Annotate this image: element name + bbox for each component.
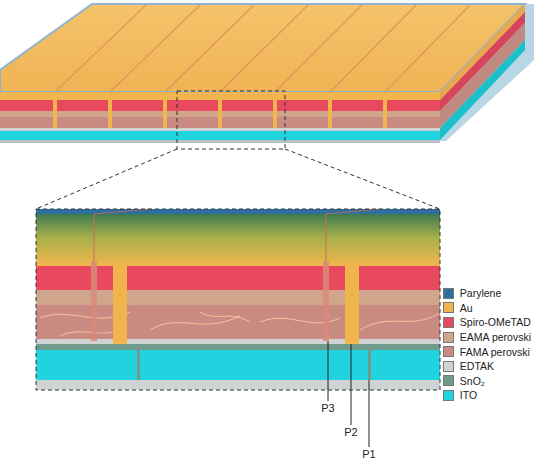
- scribe-label: P2: [344, 427, 357, 438]
- legend-text: Spiro-OMeTAD: [460, 316, 531, 328]
- legend-row: EAMA perovski: [443, 330, 531, 345]
- legend-swatch: [443, 302, 454, 313]
- legend-text: ITO: [460, 389, 477, 401]
- interconnect: [108, 100, 112, 128]
- cell-divider: [55, 5, 146, 92]
- scribe-label: P3: [321, 403, 334, 414]
- legend-row: ITO: [443, 388, 531, 403]
- legend-swatch: [443, 390, 454, 401]
- legend-text: EDTAK: [460, 360, 494, 372]
- legend-row: SnO₂: [443, 374, 531, 389]
- interconnect: [328, 100, 332, 128]
- legend-swatch: [443, 317, 454, 328]
- legend-text: EAMA perovski: [460, 331, 531, 343]
- legend-swatch: [443, 346, 454, 357]
- interconnect: [218, 100, 222, 128]
- cell-divider: [110, 5, 200, 92]
- legend-text: SnO₂: [460, 375, 485, 387]
- legend-swatch: [443, 288, 454, 299]
- legend-text: Au: [460, 302, 473, 314]
- legend-row: EDTAK: [443, 359, 531, 374]
- legend: ParyleneAuSpiro-OMeTAD EAMA perovskiFAMA …: [443, 286, 531, 403]
- cross-section-inset: [36, 209, 440, 447]
- cell-divider: [275, 5, 362, 92]
- cell-divider: [220, 5, 308, 92]
- interconnect: [383, 100, 387, 128]
- legend-row: FAMA perovski: [443, 344, 531, 359]
- cell-divider: [165, 5, 254, 92]
- legend-swatch: [443, 361, 454, 372]
- legend-text: FAMA perovski: [460, 346, 530, 358]
- interconnect: [273, 100, 277, 128]
- legend-row: Spiro-OMeTAD: [443, 315, 531, 330]
- interconnect: [53, 100, 57, 128]
- legend-swatch: [443, 375, 454, 386]
- cell-divider: [330, 5, 416, 92]
- legend-row: Parylene: [443, 286, 531, 301]
- legend-swatch: [443, 332, 454, 343]
- legend-row: Au: [443, 301, 531, 316]
- scribe-label: P1: [362, 449, 375, 460]
- interconnect: [163, 100, 167, 128]
- legend-text: Parylene: [460, 287, 501, 299]
- module-3d: [0, 4, 534, 209]
